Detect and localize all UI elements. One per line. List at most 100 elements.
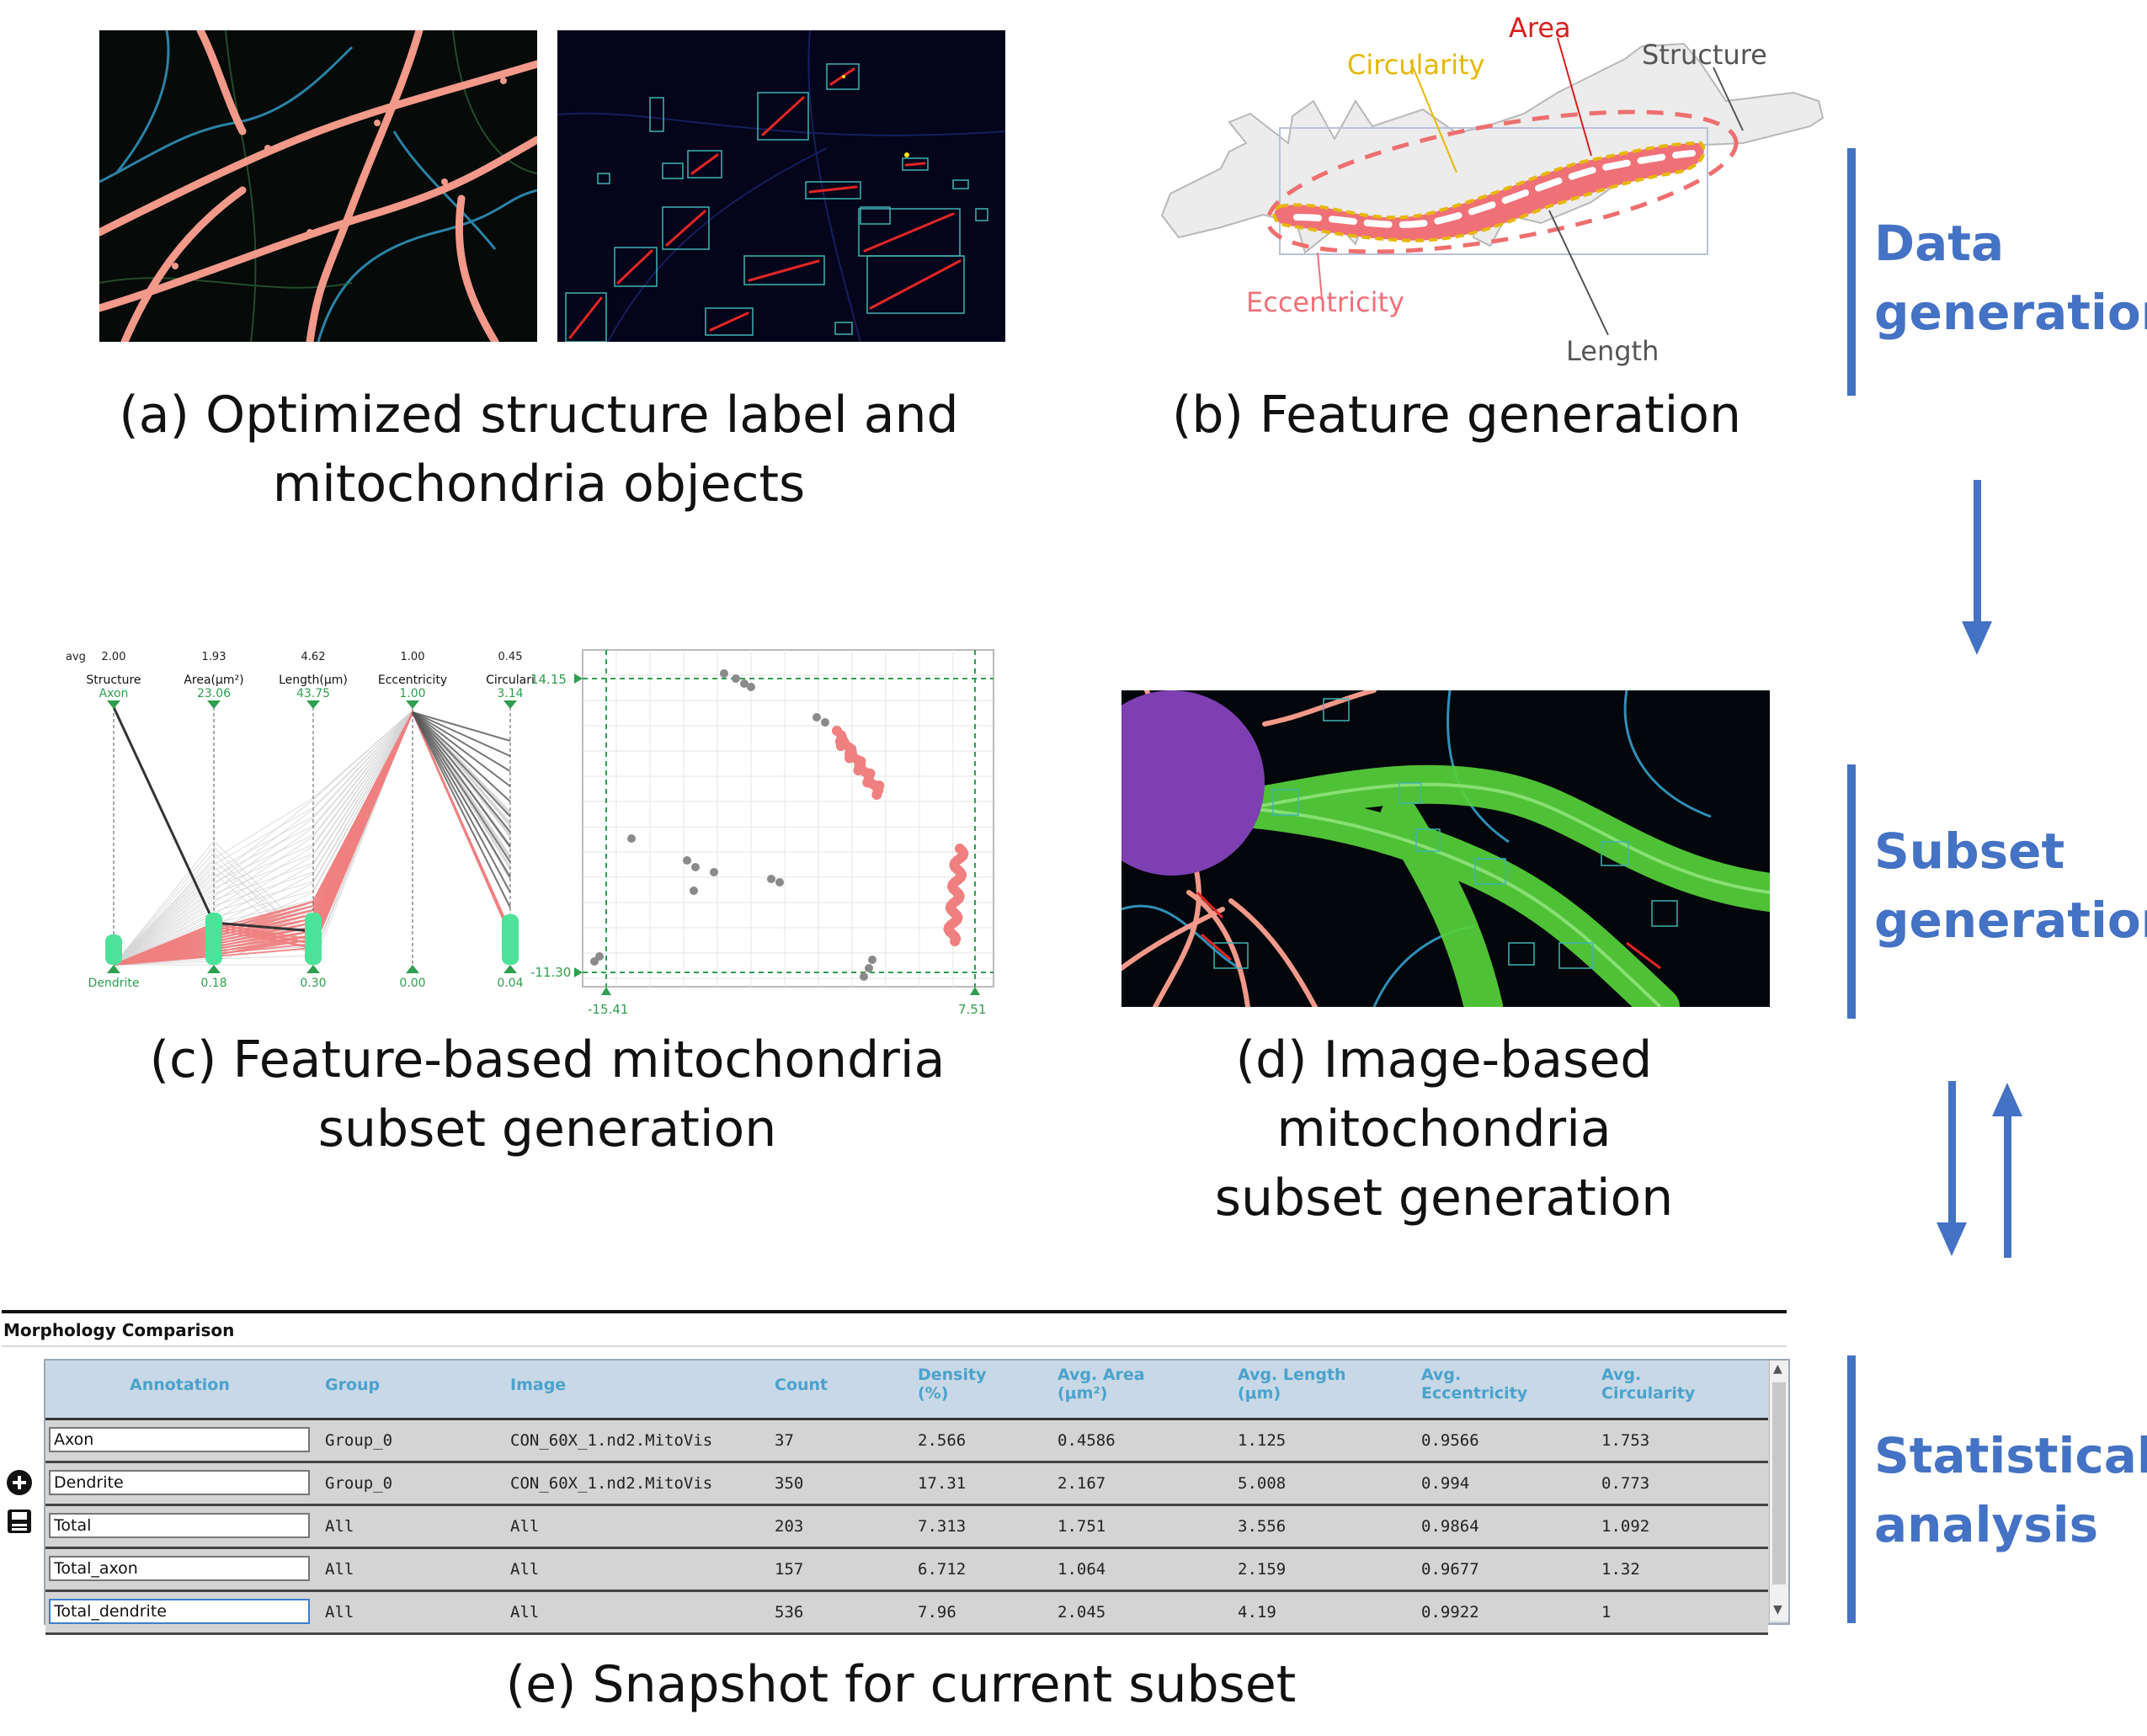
column-header[interactable]: Avg.Eccentricity [1421,1366,1527,1403]
table-cell: 1.751 [1058,1517,1106,1536]
statistical-analysis-bar [1847,1355,1856,1623]
scroll-thumb[interactable] [1772,1382,1786,1584]
pc-bottom-handle[interactable] [406,965,419,973]
pc-axis-avg: 1.00 [401,651,425,663]
scroll-down-button[interactable]: ▼ [1773,1603,1782,1616]
pc-bottom-handle[interactable] [306,965,320,973]
column-header[interactable]: Count [775,1376,828,1394]
pc-polyline [412,711,511,787]
add-subset-icon[interactable] [5,1468,34,1497]
pc-top-handle[interactable] [406,700,419,709]
annotation-field[interactable] [49,1427,310,1452]
scatter-point [627,834,636,843]
subset-generation-line1: Subset [1874,823,2065,880]
table-cell: 2.159 [1238,1560,1287,1579]
table-row[interactable]: Group_0CON_60X_1.nd2.MitoVis372.5660.458… [45,1420,1768,1463]
pc-axis-name: Area(μm²) [184,674,243,687]
caption-a-line2: mitochondria objects [272,455,806,514]
scatter-point [767,875,775,883]
eccentricity-label: Eccentricity [1246,286,1404,318]
column-header[interactable]: Avg. Area(μm²) [1058,1366,1145,1403]
pc-top-handle[interactable] [503,700,517,709]
pc-avg-label: avg [66,651,86,663]
annotation-field[interactable] [49,1599,310,1624]
subset-generation-line2: generation [1874,892,2147,949]
pc-brush[interactable] [502,914,519,965]
pc-brush[interactable] [105,935,122,965]
down-arrow-2 [1933,1081,1970,1258]
pc-axis-top: Axon [99,687,129,700]
pc-bottom-handle[interactable] [107,965,120,973]
pc-brush[interactable] [305,913,322,965]
column-header[interactable]: Group [325,1376,380,1394]
x-right-handle[interactable] [970,987,980,995]
pc-bottom-handle[interactable] [503,965,517,973]
column-header[interactable]: Avg.Circularity [1601,1366,1695,1403]
subset-generation-label: Subset generation [1874,817,2147,955]
table-cell: All [510,1517,540,1536]
pc-polyline [412,711,511,878]
column-header-line: Count [775,1376,828,1394]
structure-label: Structure [1642,39,1767,71]
length-label: Length [1566,335,1659,367]
table-cell: 1.064 [1058,1560,1106,1579]
table-cell: 157 [775,1560,804,1579]
pc-axis-bottom: 0.30 [300,977,326,990]
pc-top-handle[interactable] [207,700,221,709]
caption-e: (e) Snapshot for current subset [421,1650,1381,1719]
column-header[interactable]: Avg. Length(μm) [1238,1366,1346,1403]
caption-d-line1: (d) Image-based mitochondria [1235,1030,1653,1158]
table-cell: 0.994 [1421,1474,1470,1493]
table-cell: All [510,1560,540,1579]
table-row[interactable]: Group_0CON_60X_1.nd2.MitoVis35017.312.16… [45,1463,1768,1506]
table-cell: 0.9566 [1421,1431,1479,1450]
pc-top-handle[interactable] [107,700,120,709]
scatter-plot[interactable]: 14.15 -11.30 -15.41 7.51 [530,640,1019,1027]
pc-axis-top: 43.75 [296,687,330,700]
save-icon[interactable] [5,1507,34,1536]
annotation-field[interactable] [49,1470,310,1495]
table-cell: 6.712 [918,1560,967,1579]
pc-bottom-handle[interactable] [207,965,221,973]
annotation-field[interactable] [49,1556,310,1581]
scatter-point [691,863,700,871]
table-cell: 2.045 [1058,1603,1106,1622]
scatter-point [812,713,821,722]
y-bottom-handle[interactable] [574,967,583,977]
pc-polyline [113,710,511,966]
table-cell: 1.32 [1601,1560,1640,1579]
table-cell: 5.008 [1238,1474,1287,1493]
x-left-handle[interactable] [601,987,611,995]
morphology-comparison-title: Morphology Comparison [3,1320,235,1340]
image-based-subset-view[interactable] [1121,690,1770,1007]
table-cell: 3.556 [1238,1517,1287,1536]
down-arrow-1 [1958,480,1995,657]
data-generation-label: Data generation [1874,209,2147,347]
table-cell: 1.753 [1601,1431,1650,1450]
scatter-point [775,878,784,887]
table-cell: 0.9677 [1421,1560,1479,1579]
data-generation-bar [1847,148,1856,396]
column-header[interactable]: Image [510,1376,566,1394]
caption-c-line1: (c) Feature-based mitochondria [149,1030,946,1089]
table-scrollbar[interactable]: ▲ ▼ [1769,1361,1788,1622]
column-header[interactable]: Annotation [130,1376,230,1394]
pc-axis-top: 23.06 [197,687,231,700]
scroll-up-button[interactable]: ▲ [1773,1362,1782,1376]
pc-axis-avg: 4.62 [301,651,326,663]
column-header-line: (%) [918,1384,949,1403]
pc-axis-top: 1.00 [399,687,425,700]
caption-b-line: (b) Feature generation [1171,386,1742,445]
pc-polyline [412,711,511,908]
pc-brush[interactable] [205,913,222,965]
column-header[interactable]: Density(%) [918,1366,986,1403]
table-cell: 0.4586 [1058,1431,1116,1450]
annotation-field[interactable] [49,1513,310,1538]
table-header: Annotation Group Image Count Density(%) Avg. … [45,1361,1768,1420]
y-top-handle[interactable] [574,674,583,684]
pc-top-handle[interactable] [306,700,320,709]
